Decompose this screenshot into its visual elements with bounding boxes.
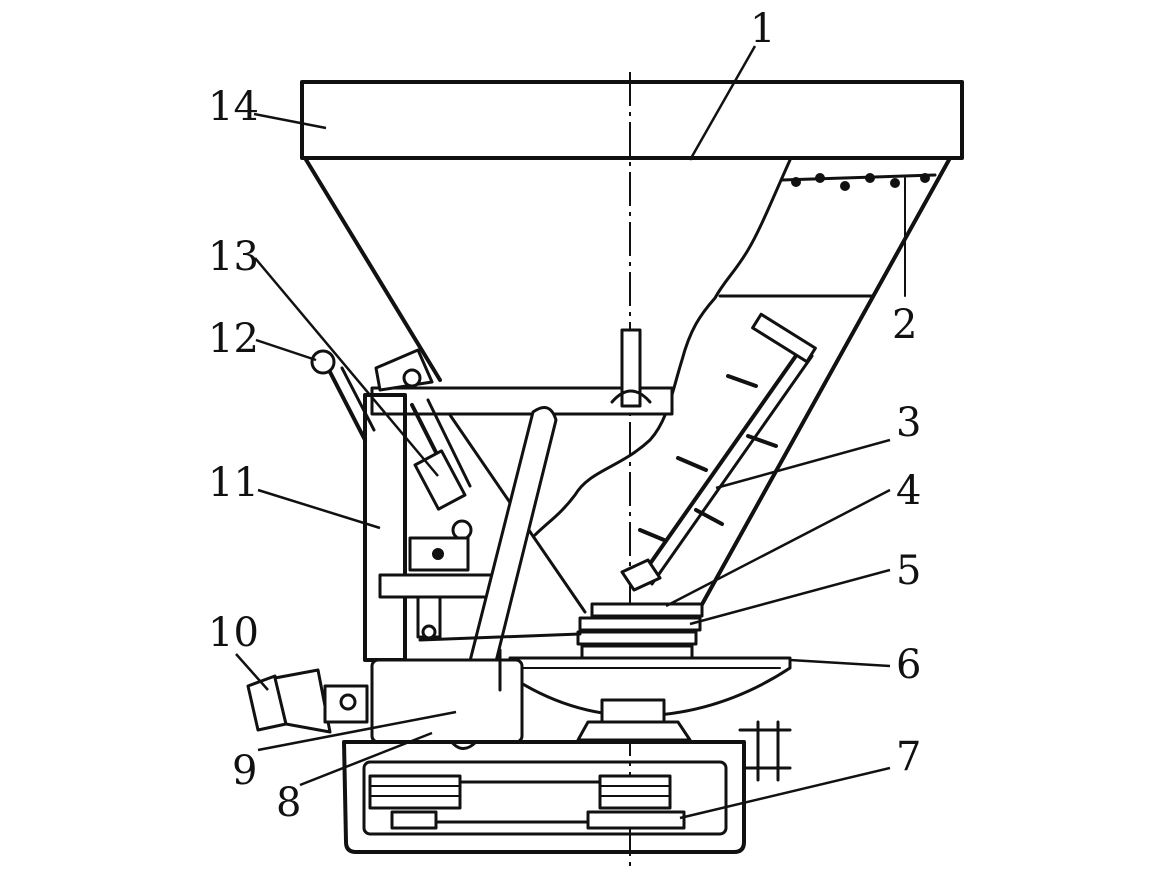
- leader-3: [715, 438, 891, 490]
- hopper-rim: [300, 80, 964, 160]
- leader-4: [665, 488, 891, 608]
- label-1: 1: [750, 6, 775, 52]
- base-housing: [342, 720, 792, 854]
- gate-bracket: [408, 536, 470, 572]
- hopper-right-wall: [698, 156, 952, 610]
- leader-6: [789, 658, 891, 668]
- pto-yoke: [273, 668, 332, 734]
- disc-hub: [600, 698, 666, 724]
- lever-knob: [310, 349, 336, 375]
- agitator-blades: [638, 374, 778, 542]
- pto-cross-pin: [339, 693, 357, 711]
- leader-1: [688, 45, 757, 161]
- base-outer: [342, 740, 746, 854]
- leader-10: [235, 653, 269, 691]
- left-small-gear: [390, 810, 438, 830]
- leader-8: [299, 731, 433, 787]
- screen-sieve: [780, 173, 937, 182]
- hopper-cutaway-edge: [533, 158, 792, 537]
- gear-housing: [576, 720, 692, 742]
- label-6: 6: [896, 642, 921, 688]
- gate-pin: [432, 548, 444, 560]
- hopper-left-wall: [303, 156, 442, 382]
- pto-shaft: [246, 668, 369, 734]
- leader-14: [253, 112, 327, 130]
- label-5: 5: [896, 548, 921, 594]
- label-8: 8: [276, 780, 301, 826]
- gate-slide-pin: [421, 624, 437, 640]
- lever-arm-edge: [340, 366, 376, 432]
- label-9: 9: [232, 748, 257, 794]
- post-fork: [610, 389, 652, 404]
- drive-belt: [418, 632, 582, 642]
- lower-crossbar: [378, 573, 494, 599]
- upper-pulley-4: [590, 602, 704, 618]
- screen-rivets: [791, 173, 930, 191]
- label-11: 11: [208, 460, 259, 506]
- leader-12: [255, 338, 317, 362]
- adjustment-lever: [310, 349, 376, 442]
- rod-link-pin: [451, 519, 473, 541]
- label-7: 7: [896, 734, 921, 780]
- frame-plate: [363, 393, 407, 662]
- upper-bracket: [370, 328, 674, 416]
- agitator: [620, 312, 817, 592]
- agitator-shaft-edge: [650, 354, 814, 586]
- leader-lines: [235, 45, 891, 820]
- control-rod-edge: [426, 398, 472, 488]
- leader-7: [679, 766, 891, 820]
- leader-9: [257, 710, 457, 752]
- label-14: 14: [208, 84, 259, 130]
- pulley-5-top: [578, 616, 702, 632]
- leader-11: [257, 488, 381, 530]
- center-post: [620, 328, 642, 408]
- upper-pivot: [402, 368, 422, 388]
- label-2: 2: [892, 302, 917, 348]
- vertical-frame: [363, 393, 494, 662]
- lever-arm: [328, 370, 367, 442]
- agitator-shaft: [638, 348, 802, 580]
- leader-13: [254, 257, 439, 477]
- spinner-assembly: [418, 602, 792, 742]
- left-gear-stack: [368, 774, 462, 810]
- label-13: 13: [208, 234, 259, 280]
- callout-labels: 1 2 3 4 5 6 7 8 9 10 11 12 13 14: [208, 6, 921, 826]
- right-gear-stack: [598, 774, 672, 810]
- label-4: 4: [896, 468, 921, 514]
- label-12: 12: [208, 316, 259, 362]
- pulley-5-low: [580, 644, 694, 660]
- gearbox: [370, 648, 524, 744]
- right-lower-gear: [586, 810, 686, 830]
- agitator-top-bearing: [751, 312, 817, 364]
- universal-joint: [620, 558, 662, 592]
- pulley-5-mid: [576, 630, 698, 646]
- base-inner: [362, 760, 728, 836]
- leader-5: [689, 568, 891, 626]
- label-10: 10: [208, 610, 259, 656]
- label-3: 3: [896, 400, 921, 446]
